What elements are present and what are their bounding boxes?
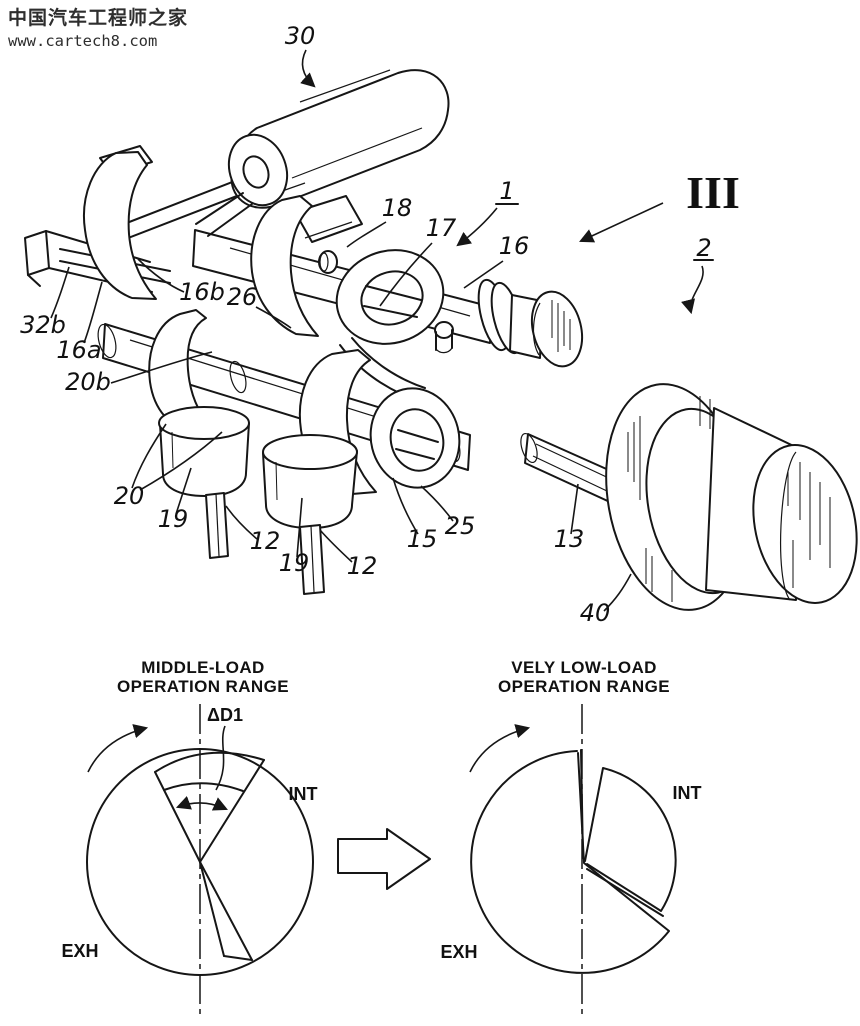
tappet-19-right [262,434,358,595]
rocker-crescent-26 [250,195,363,337]
delta-leader [215,725,226,791]
right-rotation-arrow [469,724,531,773]
ref-label-16a: 16a [56,336,101,364]
left-title-line2: OPERATION RANGE [117,677,289,696]
ref-label-16: 16 [499,232,530,260]
ref-label-1: 1 [499,177,514,205]
delta-d1-label: ΔD1 [207,705,243,725]
ref-label-13: 13 [554,525,585,553]
cam-disc-40 [605,383,858,611]
reference-labels: 30 1 18 17 16 2 16b 26 32b 16a 20b 20 19… [20,22,740,627]
diagram-very-low-load: VELY LOW-LOAD OPERATION RANGE INT EXH [440,658,702,1016]
left-int-wedge [154,751,265,863]
ref-label-2: 2 [696,234,711,262]
right-int-sector [584,767,677,917]
ring-hub-17 [335,249,454,403]
ref-label-17: 17 [426,214,457,242]
ref-label-15: 15 [407,525,438,553]
view-marker-III: III [686,167,740,218]
right-int-label: INT [673,783,702,803]
shaft-end-knob [477,278,584,368]
watermark: 中国汽车工程师之家 www.cartech8.com [8,6,188,50]
tappet-19-left [158,406,250,559]
right-exh-label: EXH [440,942,477,962]
transition-arrow [337,828,431,890]
ref-label-30: 30 [285,22,316,50]
camshaft-assembly-figure [24,69,858,611]
left-title-line1: MIDDLE-LOAD [141,658,264,677]
ref-label-12a: 12 [250,527,281,555]
ref-label-20b: 20b [65,368,111,396]
ref-label-40: 40 [580,599,611,627]
ref-label-19b: 19 [279,549,310,577]
watermark-url: www.cartech8.com [8,32,157,50]
right-title-line2: OPERATION RANGE [498,677,670,696]
right-exh-body [470,749,670,974]
ref-label-16b: 16b [179,278,225,306]
rocker-crescent-16a [83,145,157,300]
cylinder-face [752,444,858,604]
ref-label-12b: 12 [347,552,378,580]
ref-label-25: 25 [445,512,476,540]
ref-label-26: 26 [227,283,258,311]
diagram-middle-load: MIDDLE-LOAD OPERATION RANGE ΔD1 INT EXH [61,658,318,1016]
ref-label-20: 20 [114,482,145,510]
watermark-title: 中国汽车工程师之家 [8,6,188,29]
left-exh-label: EXH [61,941,98,961]
cam-ring-15 [369,387,461,489]
ref-label-32b: 32b [20,311,66,339]
ref-label-18: 18 [382,194,413,222]
delta-arc-arrow [175,795,228,811]
small-pin [434,321,454,339]
actuator-cylinder-30 [195,69,450,237]
right-title-line1: VELY LOW-LOAD [511,658,657,677]
left-rotation-arrow [87,724,149,773]
leader-lines [50,49,714,612]
ref-label-19a: 19 [158,505,189,533]
left-exh-wedge [199,861,253,961]
left-int-label: INT [289,784,318,804]
left-cam-circle [86,748,314,976]
